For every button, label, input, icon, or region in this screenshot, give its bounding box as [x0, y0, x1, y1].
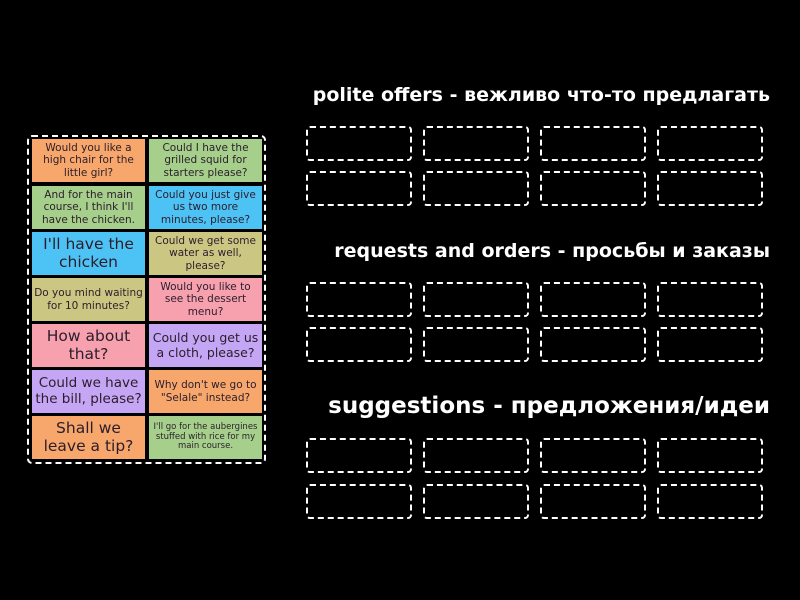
- drop-slot[interactable]: [657, 438, 763, 473]
- drop-slot[interactable]: [306, 282, 412, 317]
- card[interactable]: Could we have the bill, please?: [32, 370, 145, 413]
- card[interactable]: Do you mind waiting for 10 minutes?: [32, 278, 145, 321]
- card[interactable]: I'll go for the aubergines stuffed with …: [149, 416, 262, 459]
- drop-slot[interactable]: [540, 327, 646, 362]
- drop-slot[interactable]: [423, 484, 529, 519]
- group-title-polite-offers: polite offers - вежливо что-то предлагат…: [312, 84, 770, 106]
- drop-slot[interactable]: [657, 126, 763, 161]
- drop-slot[interactable]: [657, 327, 763, 362]
- drop-slot[interactable]: [540, 438, 646, 473]
- card[interactable]: Could you get us a cloth, please?: [149, 324, 262, 367]
- card[interactable]: I'll have the chicken: [32, 232, 145, 275]
- card[interactable]: How about that?: [32, 324, 145, 367]
- drop-slot[interactable]: [540, 126, 646, 161]
- drop-slot[interactable]: [306, 438, 412, 473]
- drop-slot[interactable]: [423, 438, 529, 473]
- drop-slot[interactable]: [306, 171, 412, 206]
- card[interactable]: And for the main course, I think I'll ha…: [32, 186, 145, 229]
- card[interactable]: Why don't we go to "Selale" instead?: [149, 370, 262, 413]
- drop-slot[interactable]: [657, 171, 763, 206]
- card[interactable]: Could you just give us two more minutes,…: [149, 186, 262, 229]
- drop-slot[interactable]: [423, 282, 529, 317]
- card[interactable]: Would you like to see the dessert menu?: [149, 278, 262, 321]
- card[interactable]: Shall we leave a tip?: [32, 416, 145, 459]
- drop-slot[interactable]: [657, 484, 763, 519]
- drop-slot[interactable]: [306, 484, 412, 519]
- drop-slot[interactable]: [423, 126, 529, 161]
- drop-slot[interactable]: [540, 282, 646, 317]
- drop-slot[interactable]: [423, 327, 529, 362]
- drop-slot[interactable]: [657, 282, 763, 317]
- group-title-requests-orders: requests and orders - просьбы и заказы: [334, 240, 770, 262]
- card[interactable]: Would you like a high chair for the litt…: [32, 139, 145, 182]
- card-pool: [27, 135, 266, 464]
- drop-slot[interactable]: [306, 126, 412, 161]
- drop-slot[interactable]: [540, 171, 646, 206]
- card[interactable]: Could we get some water as well, please?: [149, 232, 262, 275]
- drop-slot[interactable]: [540, 484, 646, 519]
- drop-slot[interactable]: [306, 327, 412, 362]
- drop-slot[interactable]: [423, 171, 529, 206]
- group-title-suggestions: suggestions - предложения/идеи: [328, 393, 770, 419]
- card[interactable]: Could I have the grilled squid for start…: [149, 139, 262, 182]
